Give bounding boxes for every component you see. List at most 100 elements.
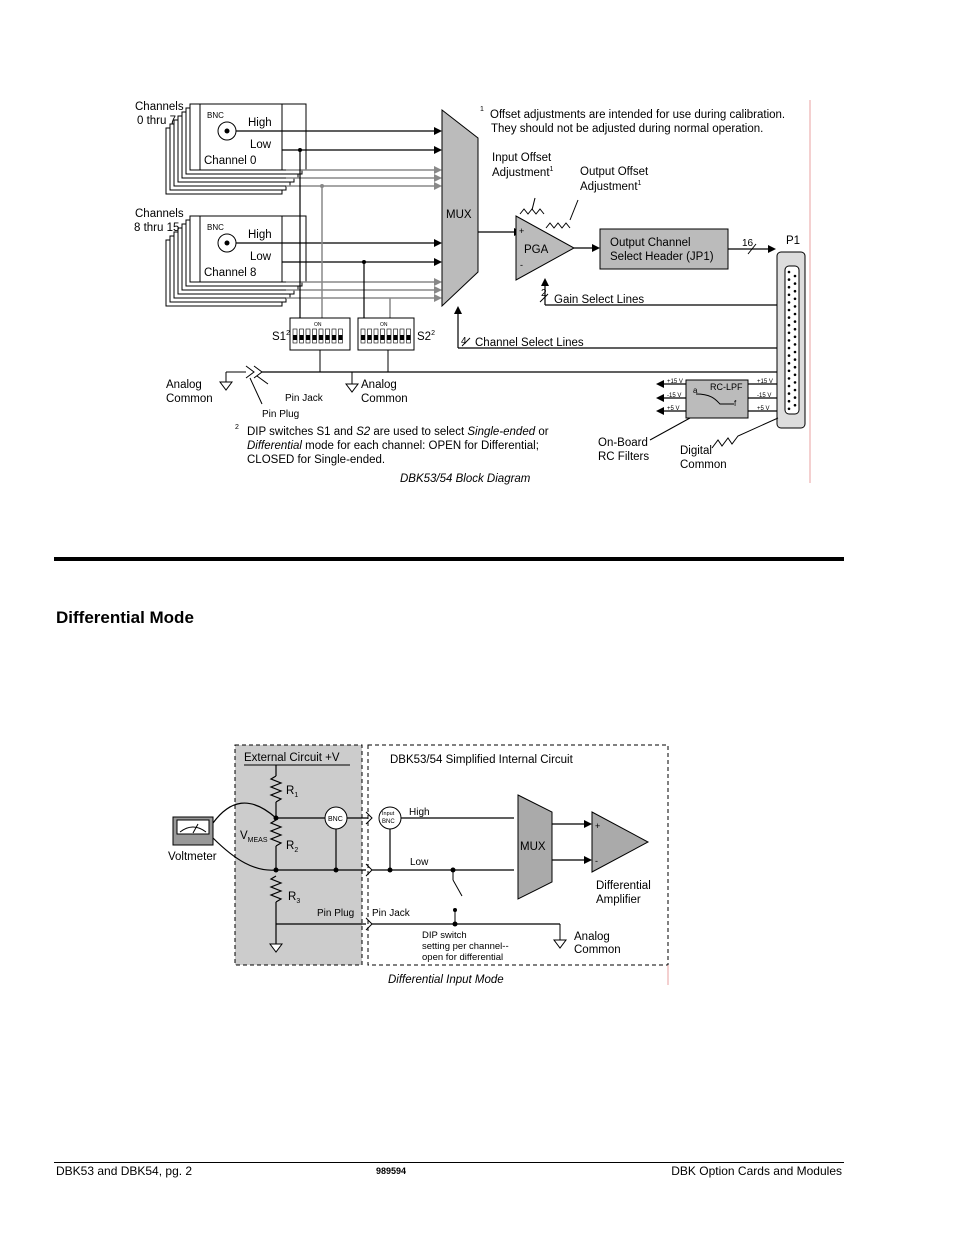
connector-pin [793,396,797,399]
svg-text:Analog: Analog [574,931,610,943]
dip-knob [293,335,297,340]
channel-stack-8-15 [165,215,307,307]
svg-text:DIP switches S1 and S2 are use: DIP switches S1 and S2 are used to selec… [247,426,549,438]
channels-0-7-label: Channels [135,101,184,113]
svg-text:Amplifier: Amplifier [596,894,641,906]
svg-text:4: 4 [461,336,467,347]
footer-rule [54,1162,844,1163]
svg-text:R3: R3 [288,891,300,905]
svg-text:Adjustment1: Adjustment1 [492,166,554,179]
svg-text:Pin Plug: Pin Plug [317,908,354,919]
svg-text:2: 2 [235,424,239,431]
connector-pin [787,399,791,403]
connector-pin [787,354,791,357]
svg-text:Input Offset: Input Offset [492,152,552,164]
svg-text:Channels: Channels [135,208,184,220]
svg-text:Select Header (JP1): Select Header (JP1) [610,251,714,263]
footer-doc-number: 989594 [376,1166,407,1176]
svg-text:-15 V: -15 V [667,393,681,399]
connector-pin [787,278,791,281]
rc-lpf-filter [685,379,749,419]
dip-knob [387,335,391,340]
svg-text:0 thru 7: 0 thru 7 [137,115,176,127]
svg-text:Low: Low [250,139,272,151]
svg-text:Output Offset: Output Offset [580,166,649,178]
svg-text:16: 16 [742,238,754,249]
connector-pin [787,316,791,319]
svg-text:Voltmeter: Voltmeter [168,851,217,863]
svg-text:High: High [248,229,272,241]
mux [441,108,479,308]
svg-text:MUX: MUX [520,841,546,853]
svg-text:BNC: BNC [328,816,343,823]
connector-pin [793,297,797,301]
connector-pin [793,327,797,331]
svg-text:Channel Select Lines: Channel Select Lines [475,337,584,349]
svg-text:Pin Jack: Pin Jack [372,908,411,919]
svg-text:P1: P1 [786,235,800,247]
svg-text:Channel 0: Channel 0 [204,155,256,167]
svg-text:Common: Common [361,393,408,405]
section-heading: Differential Mode [56,608,194,627]
svg-text:R2: R2 [286,840,298,854]
svg-text:Output Channel: Output Channel [610,237,691,249]
svg-text:+15 V: +15 V [667,379,683,385]
svg-text:Low: Low [250,251,272,263]
footer-title: DBK Option Cards and Modules [671,1164,842,1178]
connector-pin [793,388,797,392]
svg-text:S22: S22 [417,330,435,343]
dip-knob [299,335,304,340]
connector-pin [793,350,797,354]
dip-knob [400,335,404,340]
svg-text:MUX: MUX [446,209,472,221]
diff-diagram-caption: Differential Input Mode [388,974,504,986]
svg-text:Analog: Analog [361,379,397,391]
svg-text:They should not be adjusted du: They should not be adjusted during norma… [491,123,763,135]
svg-text:ON: ON [314,322,322,328]
block-diagram: Channels 0 thru 7 BNC High Low Channel 0… [134,100,811,485]
svg-text:High: High [409,807,430,818]
connector-pin [793,381,797,384]
ground-icon [345,383,359,393]
connector-pin [787,301,791,304]
connector-pin [787,392,791,395]
svg-text:1: 1 [480,106,484,113]
svg-text:R1: R1 [286,785,298,799]
svg-text:RC Filters: RC Filters [598,451,649,463]
connector-pin [793,274,797,278]
footer-page-label: DBK53 and DBK54, pg. 2 [56,1164,193,1178]
svg-text:f: f [734,399,737,408]
connector-pin [787,377,791,380]
svg-text:BNC: BNC [207,111,224,120]
ground-icon [269,943,283,953]
connector-pin [793,365,797,369]
connector-pin [787,270,791,274]
block-diagram-caption: DBK53/54 Block Diagram [400,473,531,485]
svg-text:PGA: PGA [524,244,549,256]
dip-knob [406,335,411,340]
dip-knob [325,335,330,340]
connector-pin [793,320,797,323]
svg-text:Low: Low [410,857,429,868]
connector-pin [787,346,791,350]
svg-text:Channel 8: Channel 8 [204,267,256,279]
dip-knob [393,335,398,340]
connector-pin [793,343,797,346]
connector-pin [787,323,791,327]
svg-text:Differential: Differential [596,880,651,892]
svg-text:Adjustment1: Adjustment1 [580,180,642,193]
voltmeter-icon [172,816,214,846]
connector-pin [787,361,791,365]
svg-text:RC-LPF: RC-LPF [710,382,743,392]
connector-pin [793,312,797,316]
ground-icon [219,381,233,391]
svg-text:Common: Common [166,393,213,405]
connector-pin [787,331,791,335]
channel-stack-0-7 [165,103,307,195]
ground-icon [553,939,567,949]
svg-text:CLOSED for Single-ended.: CLOSED for Single-ended. [247,454,385,466]
connector-pin [787,407,791,411]
svg-text:Common: Common [574,944,621,956]
dip-knob [306,335,310,340]
output-channel-header [599,228,729,270]
